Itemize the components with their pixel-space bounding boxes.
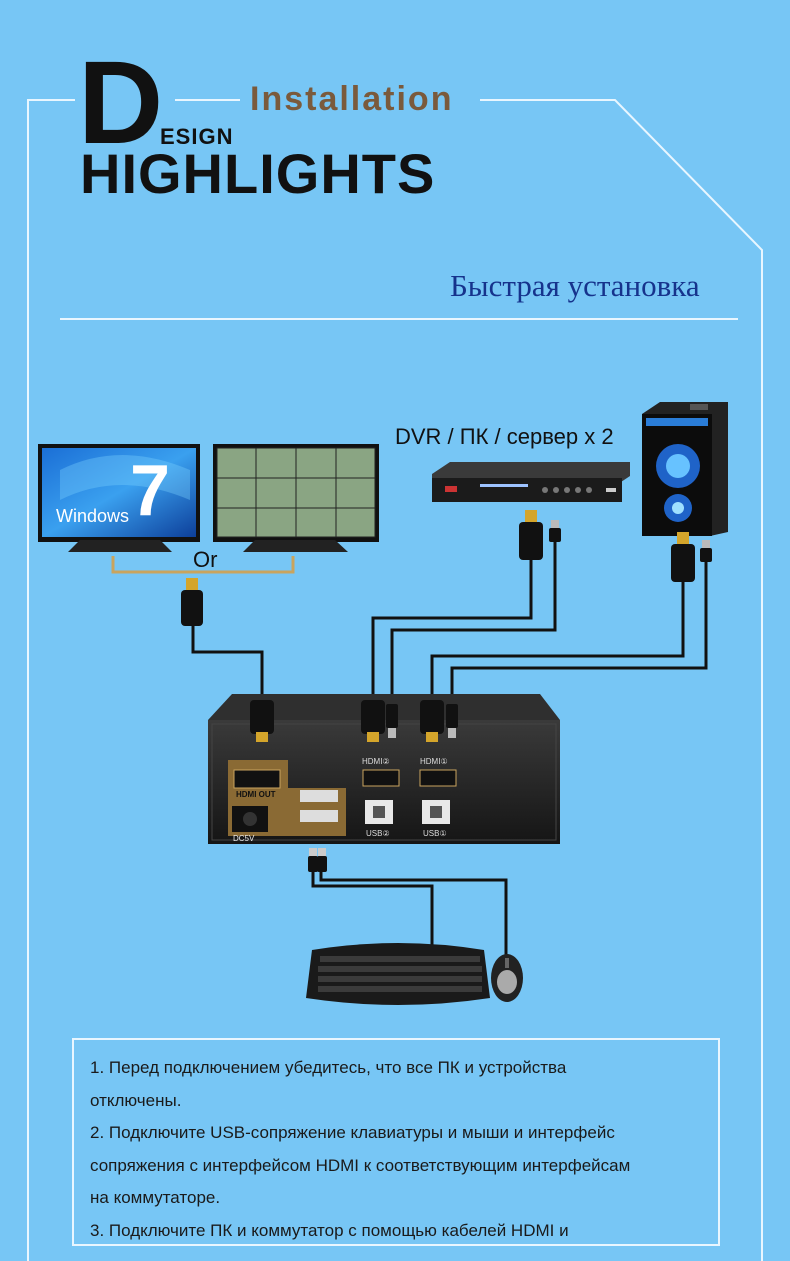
monitor-surveillance [213, 444, 379, 552]
kvm-switch [208, 694, 560, 844]
port-label-hdmi1: HDMI① [420, 757, 448, 766]
section-divider [60, 318, 738, 320]
port-label-dc: DC5V [233, 834, 255, 843]
usb-plugs [308, 848, 327, 872]
instruction-line: 1. Перед подключением убедитесь, что все… [90, 1058, 567, 1077]
port-label-hdmi-out: HDMI OUT [236, 790, 276, 799]
instruction-line: 2. Подключите USB-сопряжение клавиатуры … [90, 1123, 615, 1142]
dvr-device [432, 462, 630, 502]
instructions-box: 1. Перед подключением убедитесь, что все… [72, 1038, 720, 1246]
windows-text: Windows [56, 506, 130, 526]
windows-seven: 7 [130, 451, 171, 531]
installation-heading: Installation [250, 80, 454, 118]
mouse [491, 954, 523, 1002]
port-label-usb1: USB① [423, 829, 447, 838]
instruction-line: отключены. [90, 1090, 182, 1110]
logo-letter-d: D [78, 37, 163, 169]
pc-connectors [671, 532, 712, 582]
or-label: Or [193, 547, 218, 572]
dvr-connectors [519, 510, 561, 560]
hdmi-connector-monitor [181, 578, 203, 626]
keyboard [306, 943, 490, 1005]
or-bracket [111, 556, 295, 574]
kvm-top-connectors [250, 700, 458, 742]
installation-diagram [38, 402, 728, 1005]
cables [191, 540, 708, 960]
port-label-hdmi2: HDMI② [362, 757, 390, 766]
pc-tower [642, 402, 728, 536]
logo-highlights: HIGHLIGHTS [80, 142, 436, 205]
instruction-line: 3. Подключите ПК и коммутатор с помощью … [90, 1220, 569, 1240]
port-label-usb2: USB② [366, 829, 390, 838]
monitor-windows [38, 444, 200, 552]
section-title: Быстрая установка [450, 268, 700, 303]
instruction-line: на коммутаторе. [90, 1188, 221, 1207]
source-devices-label: DVR / ПК / сервер x 2 [395, 424, 614, 449]
instruction-line: сопряжения с интерфейсом HDMI к соответс… [90, 1155, 631, 1175]
logo-esign: ESIGN [160, 124, 234, 149]
